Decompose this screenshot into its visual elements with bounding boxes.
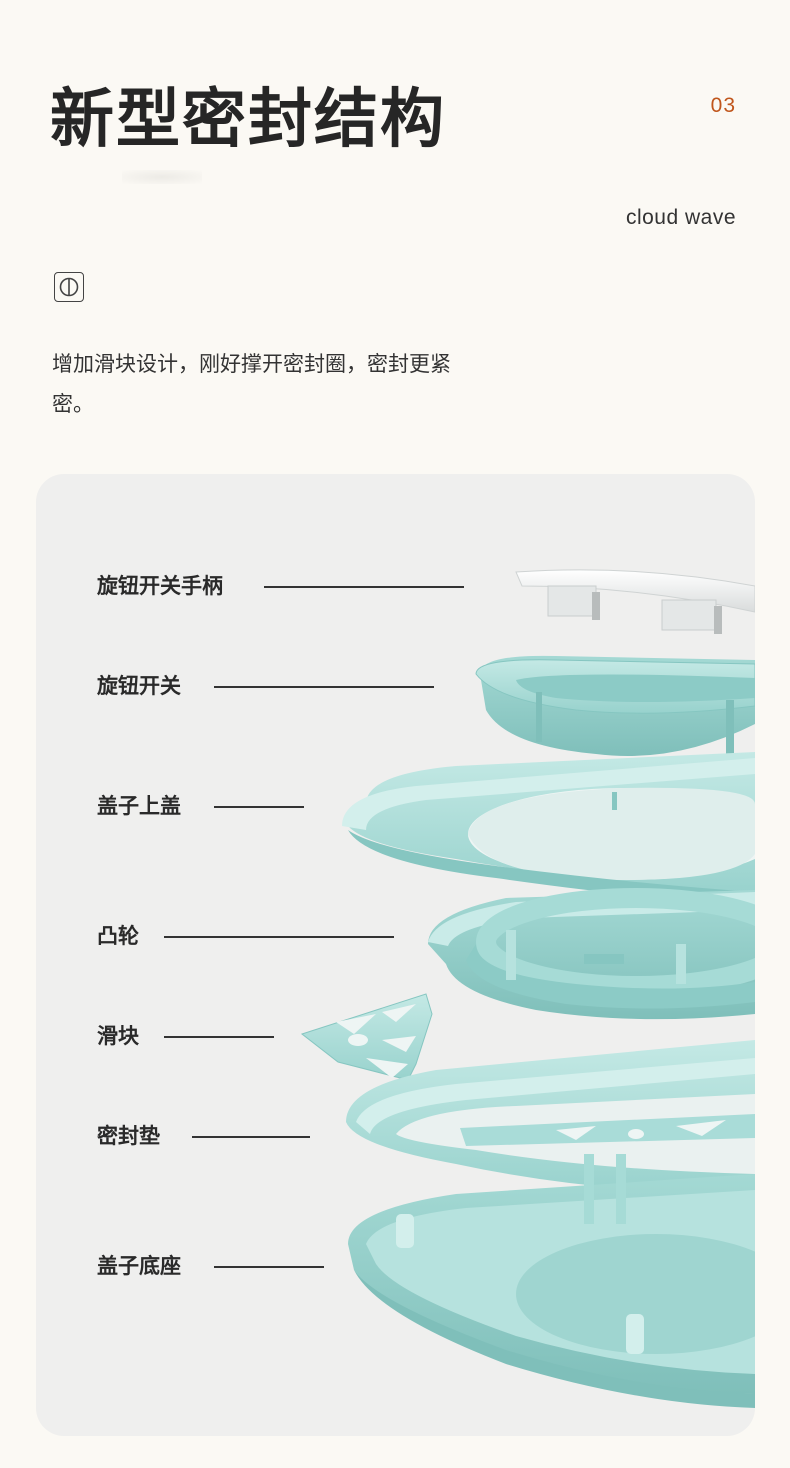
part-label-knob-switch: 旋钮开关: [97, 674, 181, 698]
leader-line: [214, 686, 434, 688]
exploded-lid-illustration: [300, 569, 755, 1408]
page-title: 新型密封结构: [50, 83, 446, 157]
part-label-sealing-gasket: 密封垫: [97, 1124, 160, 1148]
part-label-knob-handle: 旋钮开关手柄: [97, 574, 223, 598]
part-label-lid-base: 盖子底座: [97, 1254, 181, 1278]
cam-part: [428, 888, 755, 1020]
leader-line: [264, 586, 464, 588]
knob-handle-part: [515, 569, 755, 634]
part-label-slider: 滑块: [97, 1024, 139, 1048]
leader-line: [214, 806, 304, 808]
leader-line: [164, 1036, 274, 1038]
part-label-cam: 凸轮: [97, 924, 139, 948]
leader-line: [164, 936, 394, 938]
circle-slash-icon: [54, 272, 84, 302]
sealing-gasket-part: [346, 1040, 755, 1194]
page-number: 03: [710, 94, 736, 117]
lid-top-cover-part: [342, 752, 755, 906]
title-shadow: [122, 170, 202, 184]
part-label-lid-top-cover: 盖子上盖: [97, 794, 181, 818]
slider-part: [300, 993, 433, 1081]
brand-text: cloud wave: [625, 206, 736, 229]
feature-description: 增加滑块设计，刚好撑开密封圈，密封更紧密。: [52, 352, 451, 416]
lid-base-part: [348, 1154, 755, 1408]
leader-line: [192, 1136, 310, 1138]
exploded-view-panel: 旋钮开关手柄 旋钮开关 盖子上盖 凸轮 滑块 密封垫 盖子底座: [36, 474, 755, 1436]
knob-switch-part: [475, 655, 755, 770]
leader-line: [214, 1266, 324, 1268]
